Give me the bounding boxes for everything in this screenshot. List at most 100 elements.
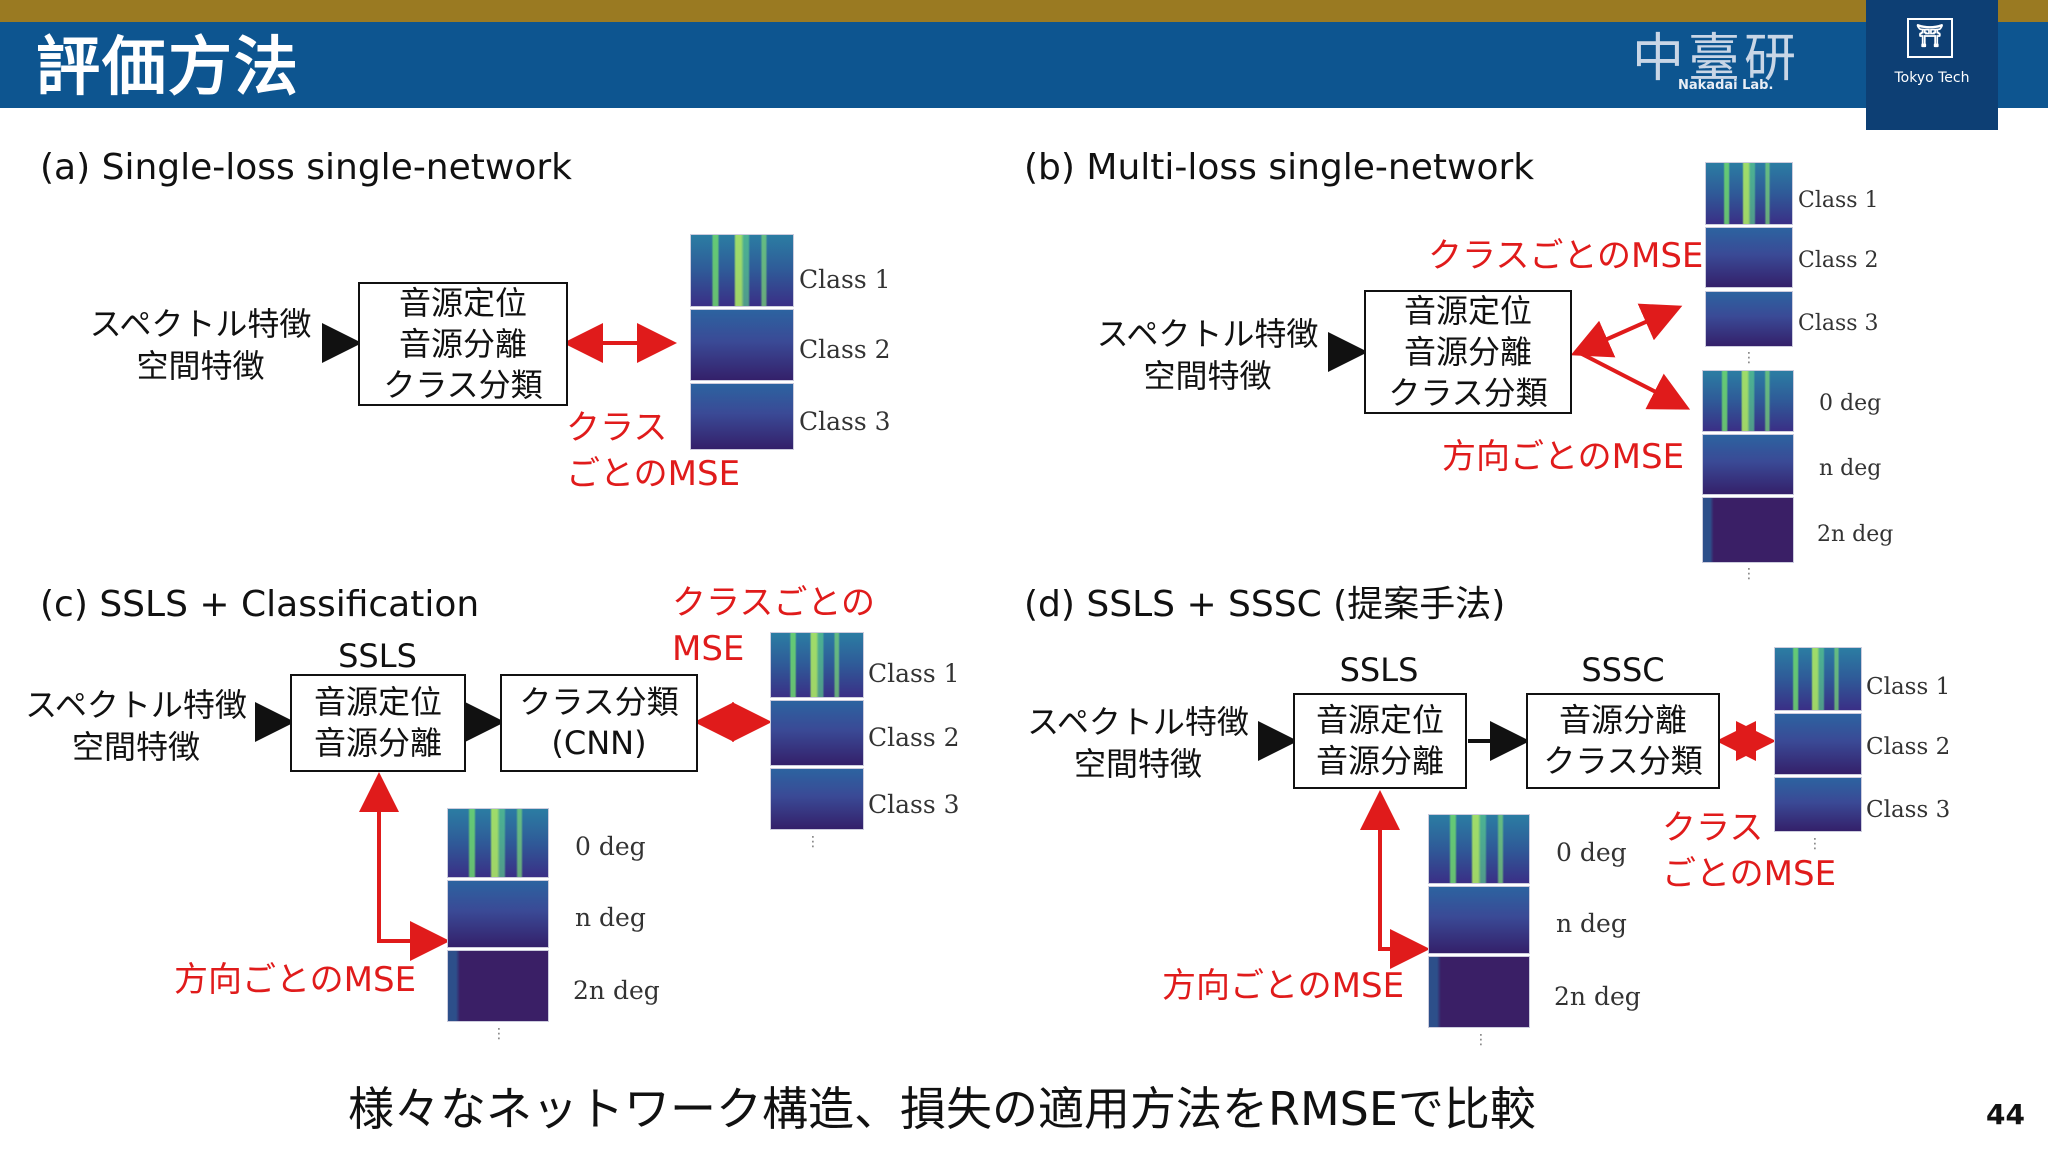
tokyo-tech-label: Tokyo Tech (1894, 70, 1970, 86)
output-label: 2n deg (1817, 522, 1894, 547)
output-label: 0 deg (575, 832, 646, 861)
feature-spectral: スペクトル特徴 (89, 305, 312, 343)
panel-a-label: (a) Single-loss single-network (40, 147, 573, 188)
loss-line: クラスごとの (672, 583, 875, 623)
output-label: Class 1 (799, 265, 891, 294)
spectrogram (690, 309, 794, 381)
box-line: 音源定位 (313, 683, 442, 721)
feature-spectral: スペクトル特徴 (1027, 703, 1249, 741)
spectrogram (770, 700, 864, 766)
output-label: n deg (1819, 456, 1882, 481)
ellipsis-dots: ⋮ (492, 1026, 506, 1042)
panel-c-label: (c) SSLS + Classification (40, 584, 480, 625)
spectrogram (1705, 162, 1793, 225)
header-gold-stripe (0, 0, 2048, 22)
spectrogram (1774, 713, 1862, 775)
panel-d-dir-loss: 方向ごとのMSE (1162, 966, 1405, 1006)
box-line: 音源分離 (313, 724, 442, 762)
panel-d-class-loss: クラス ごとのMSE (1662, 805, 1836, 897)
tokyo-tech-badge (1866, 0, 1998, 130)
box-line: 音源分離 (1558, 701, 1687, 739)
ellipsis-dots: ⋮ (1474, 1032, 1488, 1048)
panel-b-network-box: 音源定位 音源分離 クラス分類 (1364, 290, 1572, 414)
panel-c-stage-ssls: SSLS (338, 637, 417, 675)
output-label: 0 deg (1819, 391, 1882, 416)
panel-c-ssls-box: 音源定位 音源分離 (290, 674, 466, 772)
output-label: Class 2 (799, 335, 891, 364)
spectrogram (1702, 370, 1794, 432)
loss-line: MSE (672, 629, 745, 669)
lab-logo: 中臺研 (1632, 29, 1801, 89)
output-label: Class 2 (868, 723, 960, 752)
arrow-b-dir-loss (1577, 350, 1691, 410)
box-line: クラス分類 (519, 683, 679, 721)
spectrogram (770, 632, 864, 698)
panel-c-cnn-box: クラス分類 (CNN) (500, 674, 698, 772)
ellipsis-dots: ⋮ (1742, 350, 1756, 366)
panel-a-loss-label: クラス ごとのMSE (566, 405, 740, 497)
box-line: 音源定位 (1315, 701, 1444, 739)
panel-c-dir-loss: 方向ごとのMSE (174, 960, 417, 1000)
panel-c-features: スペクトル特徴 空間特徴 (22, 684, 250, 768)
spectrogram (690, 383, 794, 450)
panel-b-label: (b) Multi-loss single-network (1024, 147, 1535, 188)
loss-line: ごとのMSE (566, 454, 741, 494)
output-label: Class 1 (1866, 674, 1951, 700)
page-number: 44 (1986, 1098, 2025, 1131)
feature-spectral: スペクトル特徴 (25, 686, 247, 724)
output-label: Class 3 (868, 790, 960, 819)
box-line: クラス分類 (383, 365, 543, 404)
panel-d-features: スペクトル特徴 空間特徴 (1024, 701, 1252, 785)
box-line: 音源分離 (1403, 332, 1532, 371)
panel-d-stage-ssls: SSLS (1339, 651, 1419, 689)
loss-line: ごとのMSE (1662, 854, 1837, 894)
spectrogram (1702, 434, 1794, 495)
output-label: n deg (575, 903, 646, 932)
box-line: 音源定位 (1403, 291, 1532, 330)
feature-spatial: 空間特徴 (136, 347, 265, 385)
spectrogram (1702, 497, 1794, 563)
panel-d-label: (d) SSLS + SSSC (提案手法) (1024, 584, 1506, 625)
box-line: 音源分離 (398, 324, 527, 363)
panel-d-sssc-box: 音源分離 クラス分類 (1526, 693, 1720, 789)
loss-line: クラス (1662, 808, 1764, 848)
summary-text: 様々なネットワーク構造、損失の適用方法をRMSEで比較 (348, 1082, 1536, 1136)
panel-a-network-box: 音源定位 音源分離 クラス分類 (358, 282, 568, 406)
ellipsis-dots: ⋮ (1742, 566, 1756, 582)
spectrogram (1774, 647, 1862, 711)
feature-spectral: スペクトル特徴 (1096, 315, 1319, 353)
spectrogram (1428, 956, 1530, 1028)
panel-d-ssls-box: 音源定位 音源分離 (1293, 693, 1467, 789)
spectrogram (1705, 227, 1793, 288)
slide-title: 評価方法 (36, 31, 300, 105)
feature-spatial: 空間特徴 (71, 728, 200, 766)
output-label: Class 1 (1798, 188, 1879, 213)
arrow-c-dir-loss (359, 772, 450, 961)
ellipsis-dots: ⋮ (806, 834, 820, 850)
tokyo-tech-logo-icon: ⛩ (1907, 18, 1953, 58)
feature-spatial: 空間特徴 (1143, 357, 1272, 395)
spectrogram (1428, 814, 1530, 884)
panel-c-class-loss: クラスごとの MSE (672, 580, 875, 672)
header-bar (0, 22, 2048, 108)
spectrogram (447, 880, 549, 948)
spectrogram (1705, 291, 1793, 347)
output-label: Class 3 (799, 407, 891, 436)
spectrogram (770, 768, 864, 830)
output-label: 2n deg (1554, 982, 1641, 1011)
arrow-b-class-loss (1570, 303, 1683, 358)
box-line: (CNN) (551, 724, 647, 762)
spectrogram (447, 950, 549, 1022)
spectrogram (1774, 777, 1862, 832)
arrow-d-dir-loss (1360, 790, 1430, 969)
feature-spatial: 空間特徴 (1073, 745, 1202, 783)
panel-b-class-loss: クラスごとのMSE (1428, 236, 1704, 276)
box-line: クラス分類 (1543, 742, 1703, 780)
output-label: Class 2 (1798, 248, 1879, 273)
panel-b-dir-loss: 方向ごとのMSE (1442, 437, 1685, 477)
output-label: 0 deg (1556, 838, 1627, 867)
panel-b-features: スペクトル特徴 空間特徴 (1095, 313, 1320, 397)
box-line: 音源分離 (1315, 742, 1444, 780)
loss-line: クラス (566, 408, 668, 448)
